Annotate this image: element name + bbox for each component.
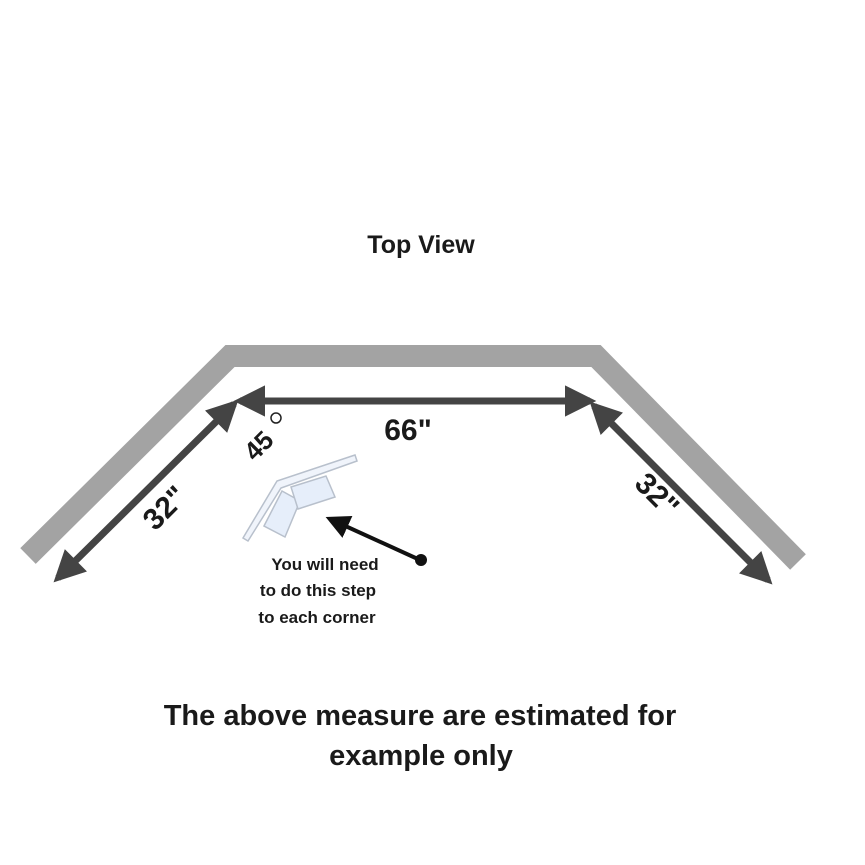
footer-line-1: The above measure are estimated for [164, 700, 677, 732]
angle-label: 45 [238, 425, 280, 467]
degree-symbol-icon [270, 412, 282, 424]
title: Top View [367, 231, 475, 259]
center-dimension-label: 66" [384, 414, 432, 447]
note-line-3: to each corner [258, 608, 376, 627]
corner-bracket-illustration [241, 454, 358, 543]
right-dimension-label: 32" [628, 467, 685, 524]
dimension-arrow-left [53, 399, 239, 583]
note-line-2: to do this step [260, 581, 376, 600]
note-line-1: You will need [271, 555, 378, 574]
shower-rail [20, 345, 806, 570]
pointer-arrow [325, 516, 421, 562]
pointer-dot [415, 554, 427, 566]
dimension-arrow-right [589, 401, 773, 585]
footer-line-2: example only [329, 740, 513, 772]
